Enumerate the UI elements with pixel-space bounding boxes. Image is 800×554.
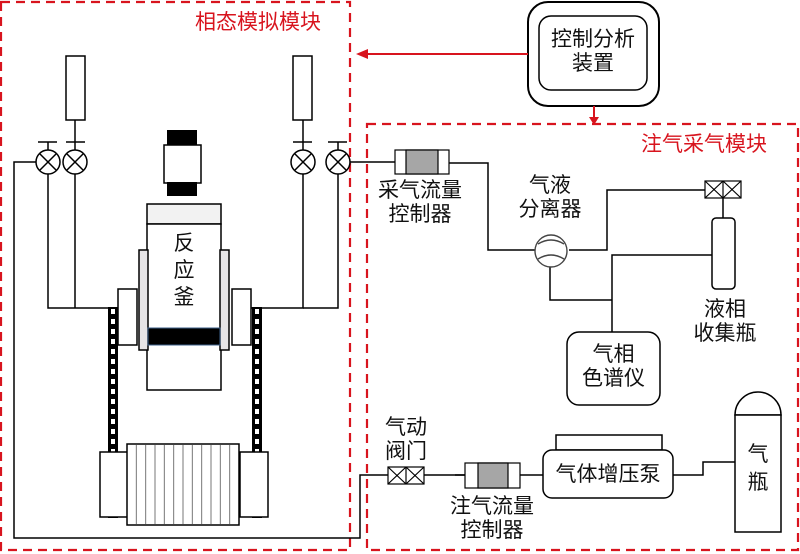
sample-flow-line2: 控制器 — [388, 202, 452, 226]
valve-right-2[interactable] — [325, 149, 351, 175]
liquid-valve[interactable] — [704, 180, 742, 199]
pneumatic-valve[interactable] — [387, 466, 425, 485]
cylinder-char-2: 瓶 — [747, 470, 769, 494]
reactor-char-1: 反 — [173, 231, 195, 255]
reactor-char-2: 应 — [173, 258, 195, 282]
gas-module-boundary — [365, 122, 800, 552]
cylinder-label: 气 瓶 — [735, 440, 781, 496]
gc-label: 气相 色谱仪 — [567, 342, 660, 390]
gas-pipes — [449, 162, 735, 476]
control-device-line2: 装置 — [572, 51, 614, 75]
gas-module-label: 注气采气模块 — [641, 132, 767, 156]
control-device-inner — [538, 15, 648, 91]
sample-flow-controller[interactable] — [394, 149, 450, 175]
inject-flow-label: 注气流量 控制器 — [442, 494, 542, 542]
heater-roller-stripes — [135, 445, 231, 524]
reactor-label: 反 应 釜 — [147, 230, 221, 311]
gas-cylinder — [734, 391, 782, 533]
liquid-bottle-line2: 收集瓶 — [693, 321, 757, 345]
valve-left-1[interactable] — [35, 149, 61, 175]
cylinder-char-1: 气 — [747, 442, 769, 466]
sample-flow-label: 采气流量 控制器 — [370, 178, 470, 226]
inject-flow-line2: 控制器 — [460, 518, 524, 542]
separator-label: 气液 分离器 — [510, 173, 590, 221]
control-to-phase-arrowhead — [356, 49, 368, 59]
valve-right-1[interactable] — [290, 149, 316, 175]
pneumatic-valve-line1: 气动 — [385, 415, 427, 439]
liquid-bottle-label: 液相 收集瓶 — [680, 297, 770, 345]
separator-line2: 分离器 — [518, 197, 582, 221]
sample-flow-line1: 采气流量 — [378, 178, 462, 202]
pneumatic-valve-label: 气动 阀门 — [376, 415, 436, 463]
separator-line1: 气液 — [529, 173, 571, 197]
reactor-char-3: 釜 — [173, 285, 195, 309]
heater-roller — [99, 443, 269, 526]
booster-label: 气体增压泵 — [555, 462, 661, 486]
inject-flow-controller[interactable] — [464, 462, 521, 489]
gas-chromatograph — [566, 331, 661, 406]
left-sample-tube — [65, 55, 86, 121]
right-sample-tube — [292, 55, 313, 121]
control-to-gas-arrowhead — [589, 117, 599, 125]
control-device-line1: 控制分析 — [551, 27, 635, 51]
gas-liquid-separator — [534, 234, 568, 268]
control-device-label[interactable]: 控制分析 装置 — [539, 27, 647, 75]
reactor — [117, 203, 252, 391]
liquid-collection-bottle — [711, 217, 736, 290]
pneumatic-valve-line2: 阀门 — [385, 439, 427, 463]
phase-module-label: 相态模拟模块 — [195, 10, 321, 34]
gas-booster-pump — [542, 434, 674, 499]
stirrer-motor — [163, 130, 202, 196]
phase-pipes — [13, 161, 395, 539]
liquid-bottle-line1: 液相 — [704, 297, 746, 321]
inject-flow-line1: 注气流量 — [450, 494, 534, 518]
gc-line1: 气相 — [592, 342, 635, 366]
gc-line2: 色谱仪 — [582, 366, 645, 390]
phase-module-boundary — [0, 0, 352, 552]
valve-left-2[interactable] — [62, 149, 88, 175]
